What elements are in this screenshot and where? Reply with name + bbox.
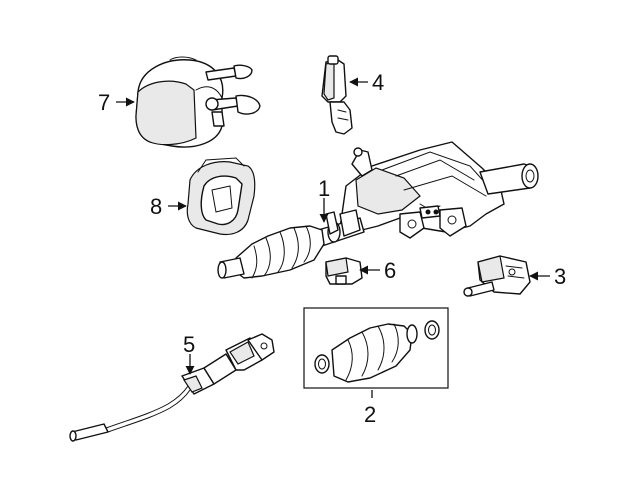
callouts: 1 2 3 4 5 6 7 8 xyxy=(98,70,566,427)
callout-7: 7 xyxy=(98,90,110,115)
part-7-combination-switch xyxy=(135,56,261,148)
kit-boot xyxy=(331,323,413,383)
callout-4: 4 xyxy=(372,70,384,95)
callout-6: 6 xyxy=(384,258,396,283)
callout-8: 8 xyxy=(150,194,162,219)
callout-5: 5 xyxy=(183,332,195,357)
kit-ring-left xyxy=(314,354,330,374)
callout-3: 3 xyxy=(554,264,566,289)
part-4-switch xyxy=(321,55,353,135)
part-3-sensor xyxy=(463,255,531,297)
kit-frame xyxy=(303,307,449,389)
kit-ring-right xyxy=(424,320,440,340)
callout-2: 2 xyxy=(364,402,376,427)
leader-lines xyxy=(116,77,550,398)
part-8-trim-cover xyxy=(186,157,256,236)
part-6-connector xyxy=(325,257,363,285)
part-2-boot-kit xyxy=(303,307,449,389)
callout-1: 1 xyxy=(318,176,330,201)
part-5-cable xyxy=(69,333,275,442)
part-1-steering-column xyxy=(217,141,539,279)
